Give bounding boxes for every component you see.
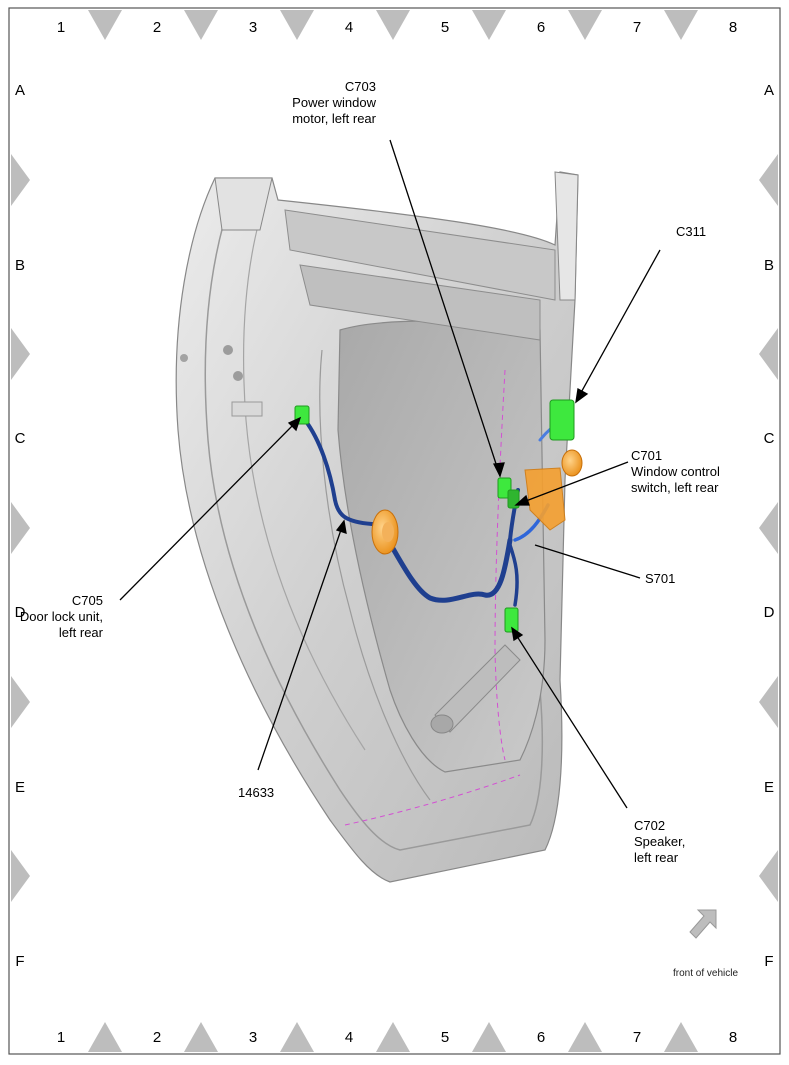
col-label-2: 2 — [153, 19, 161, 36]
callout-c702-code: C702 — [634, 818, 665, 833]
col-label-1: 1 — [57, 19, 65, 36]
row-label-d-right: D — [764, 604, 775, 621]
callout-c701: C701 Window control switch, left rear — [631, 448, 720, 495]
callout-c705: C705 Door lock unit, left rear — [20, 593, 104, 640]
leader-lines — [119, 139, 661, 809]
callout-c705-code: C705 — [72, 593, 103, 608]
front-of-vehicle-arrow-icon — [689, 909, 717, 939]
callout-c703-line1: Power window — [292, 95, 376, 110]
col-label-7-bottom: 7 — [633, 1029, 641, 1046]
callout-c311: C311 — [676, 224, 706, 239]
col-label-4: 4 — [345, 19, 353, 36]
callout-c702-line1: Speaker, — [634, 834, 685, 849]
row-label-a-right: A — [764, 82, 774, 99]
col-label-6: 6 — [537, 19, 545, 36]
row-label-e: E — [15, 779, 25, 796]
callout-14633-code: 14633 — [238, 785, 274, 800]
front-of-vehicle-label: front of vehicle — [673, 968, 738, 979]
frame-border — [8, 7, 781, 1055]
callout-c705-line2: left rear — [59, 625, 104, 640]
grid-markers — [11, 10, 778, 1052]
callout-c703-code: C703 — [345, 79, 376, 94]
callout-s701-code: S701 — [645, 571, 675, 586]
row-label-b-right: B — [764, 257, 774, 274]
col-label-5-bottom: 5 — [441, 1029, 449, 1046]
row-label-c-right: C — [764, 430, 775, 447]
col-label-5: 5 — [441, 19, 449, 36]
callout-c701-code: C701 — [631, 448, 662, 463]
callout-c702-line2: left rear — [634, 850, 679, 865]
callout-c703: C703 Power window motor, left rear — [292, 79, 376, 126]
col-label-8-bottom: 8 — [729, 1029, 737, 1046]
connector-c702 — [504, 607, 519, 633]
callout-c701-line2: switch, left rear — [631, 480, 719, 495]
callout-c311-code: C311 — [676, 224, 706, 239]
callout-c703-line2: motor, left rear — [292, 111, 376, 126]
col-label-2-bottom: 2 — [153, 1029, 161, 1046]
col-label-4-bottom: 4 — [345, 1029, 353, 1046]
callout-14633: 14633 — [238, 785, 274, 800]
callout-s701: S701 — [645, 571, 675, 586]
connector-c311 — [549, 399, 575, 441]
col-label-6-bottom: 6 — [537, 1029, 545, 1046]
callout-c702: C702 Speaker, left rear — [634, 818, 685, 865]
row-label-b: B — [15, 257, 25, 274]
connectors — [294, 399, 575, 633]
row-label-d: D — [15, 604, 26, 621]
row-label-f-right: F — [764, 953, 773, 970]
row-label-f: F — [15, 953, 24, 970]
connector-c701 — [507, 489, 520, 509]
col-label-7: 7 — [633, 19, 641, 36]
grommets — [371, 449, 583, 555]
row-label-e-right: E — [764, 779, 774, 796]
col-label-1-bottom: 1 — [57, 1029, 65, 1046]
callout-c705-line1: Door lock unit, — [20, 609, 103, 624]
col-label-3-bottom: 3 — [249, 1029, 257, 1046]
row-label-c: C — [15, 430, 26, 447]
callout-c701-line1: Window control — [631, 464, 720, 479]
row-label-a: A — [15, 82, 25, 99]
col-label-8: 8 — [729, 19, 737, 36]
col-label-3: 3 — [249, 19, 257, 36]
